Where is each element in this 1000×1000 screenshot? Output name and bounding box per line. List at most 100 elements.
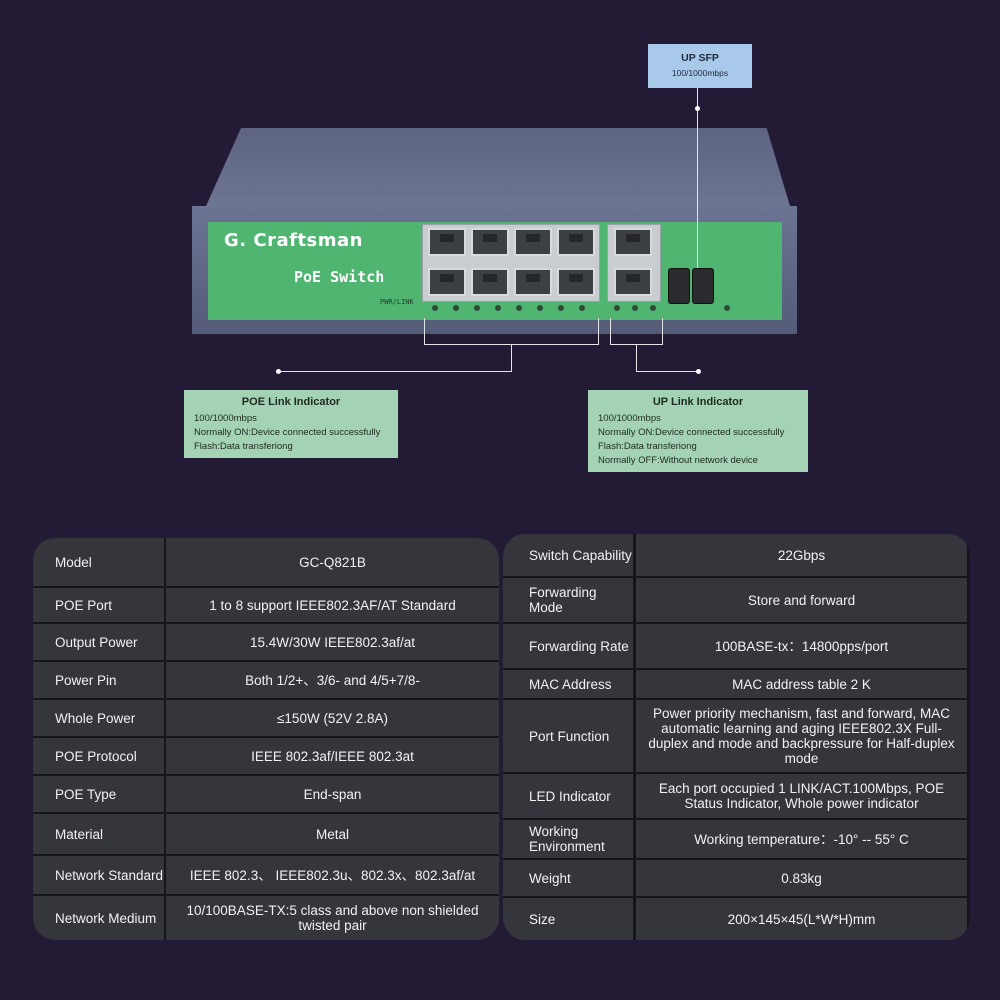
spec-label: Forwarding Rate <box>503 624 633 668</box>
callout-up-link-line: Flash:Data transferiong <box>598 441 697 452</box>
callout-up-sfp-line: 100/1000mbps <box>671 68 729 78</box>
poe-bracket-left <box>424 318 425 344</box>
spec-value: Metal <box>166 814 499 854</box>
spec-row: LED Indicator Each port occupied 1 LINK/… <box>503 774 970 818</box>
spec-value: 10/100BASE-TX:5 class and above non shie… <box>166 896 499 940</box>
spec-row: Size 200×145×45(L*W*H)mm <box>503 898 970 940</box>
callout-up-link-line: Normally OFF:Without network device <box>598 455 758 466</box>
callout-up-link: UP Link Indicator 100/1000mbps Normally … <box>588 390 808 472</box>
up-bracket-left <box>610 318 611 344</box>
callout-up-link-line: 100/1000mbps <box>598 413 661 424</box>
spec-label: Network Standard <box>33 856 164 894</box>
spec-label: Material <box>33 814 164 854</box>
uplink-port-1 <box>614 228 652 256</box>
spec-row: Network Medium 10/100BASE-TX:5 class and… <box>33 896 499 940</box>
poe-port-2 <box>471 228 509 256</box>
product-label: PoE Switch <box>294 268 385 286</box>
spec-label: MAC Address <box>503 670 633 698</box>
led-poe-1 <box>432 305 438 311</box>
spec-value: MAC address table 2 K <box>636 670 967 698</box>
poe-port-5 <box>428 268 466 296</box>
callout-up-link-line: Normally ON:Device connected successfull… <box>598 427 785 438</box>
spec-row: Power Pin Both 1/2+、3/6- and 4/5+7/8- <box>33 662 499 698</box>
spec-label: Output Power <box>33 624 164 660</box>
spec-table-left: Model GC-Q821B POE Port 1 to 8 support I… <box>33 538 499 940</box>
led-uplink-1 <box>614 305 620 311</box>
spec-row: Working Environment Working temperature：… <box>503 820 970 858</box>
poe-port-7 <box>514 268 552 296</box>
poe-leader-horiz <box>278 371 512 372</box>
spec-row: Output Power 15.4W/30W IEEE802.3af/at <box>33 624 499 660</box>
led-poe-7 <box>558 305 564 311</box>
led-uplink-3 <box>650 305 656 311</box>
led-poe-5 <box>516 305 522 311</box>
spec-value: 22Gbps <box>636 534 967 576</box>
spec-label: POE Port <box>33 588 164 622</box>
spec-row: Switch Capability 22Gbps <box>503 534 970 576</box>
led-poe-8 <box>579 305 585 311</box>
callout-up-sfp-title: UP SFP <box>681 52 719 64</box>
sfp-leader-dot <box>695 106 700 111</box>
spec-label: Size <box>503 898 633 940</box>
spec-value: 1 to 8 support IEEE802.3AF/AT Standard <box>166 588 499 622</box>
callout-poe-link: POE Link Indicator 100/1000mbps Normally… <box>184 390 398 458</box>
spec-label: Network Medium <box>33 896 164 940</box>
led-poe-6 <box>537 305 543 311</box>
callout-up-link-title: UP Link Indicator <box>652 396 744 408</box>
callout-poe-link-line: Flash:Data transferiong <box>194 441 293 452</box>
spec-row: POE Protocol IEEE 802.3af/IEEE 802.3at <box>33 738 499 774</box>
poe-port-6 <box>471 268 509 296</box>
spec-value: GC-Q821B <box>166 538 499 586</box>
poe-port-8 <box>557 268 595 296</box>
poe-bracket-right <box>598 318 599 344</box>
sfp-leader-line <box>697 88 698 268</box>
spec-row: Port Function Power priority mechanism, … <box>503 700 970 772</box>
spec-value: 200×145×45(L*W*H)mm <box>636 898 967 940</box>
callout-poe-link-line: Normally ON:Device connected successfull… <box>194 427 381 438</box>
spec-label: Forwarding Mode <box>503 578 633 622</box>
led-poe-2 <box>453 305 459 311</box>
spec-value: IEEE 802.3af/IEEE 802.3at <box>166 738 499 774</box>
spec-row: Forwarding Mode Store and forward <box>503 578 970 622</box>
spec-row: MAC Address MAC address table 2 K <box>503 670 970 698</box>
poe-leader-line <box>511 344 512 372</box>
spec-value: End-span <box>166 776 499 812</box>
spec-row: Whole Power ≤150W (52V 2.8A) <box>33 700 499 736</box>
spec-row: Model GC-Q821B <box>33 538 499 586</box>
spec-value: Power priority mechanism, fast and forwa… <box>636 700 967 772</box>
spec-value: Both 1/2+、3/6- and 4/5+7/8- <box>166 662 499 698</box>
power-link-label: PWR/LINK <box>380 298 414 306</box>
spec-value: 100BASE-tx：14800pps/port <box>636 624 967 668</box>
sfp-port-2 <box>692 268 714 304</box>
led-poe-3 <box>474 305 480 311</box>
sfp-port-1 <box>668 268 690 304</box>
spec-row: POE Type End-span <box>33 776 499 812</box>
led-power <box>724 305 730 311</box>
led-poe-4 <box>495 305 501 311</box>
uplink-port-2 <box>614 268 652 296</box>
up-leader-dot <box>696 369 701 374</box>
up-bracket-right <box>662 318 663 344</box>
spec-value: Store and forward <box>636 578 967 622</box>
poe-port-3 <box>514 228 552 256</box>
spec-label: Port Function <box>503 700 633 772</box>
callout-poe-link-title: POE Link Indicator <box>241 396 341 408</box>
brand-logo: G. Craftsman <box>224 230 363 251</box>
spec-table-right: Switch Capability 22Gbps Forwarding Mode… <box>503 534 970 940</box>
spec-label: Whole Power <box>33 700 164 736</box>
spec-label: Switch Capability <box>503 534 633 576</box>
spec-row: Forwarding Rate 100BASE-tx：14800pps/port <box>503 624 970 668</box>
spec-row: Network Standard IEEE 802.3、 IEEE802.3u、… <box>33 856 499 894</box>
spec-label: Model <box>33 538 164 586</box>
spec-value: 15.4W/30W IEEE802.3af/at <box>166 624 499 660</box>
poe-port-4 <box>557 228 595 256</box>
spec-row: Weight 0.83kg <box>503 860 970 896</box>
spec-label: Working Environment <box>503 820 633 858</box>
spec-label: Power Pin <box>33 662 164 698</box>
up-leader-horiz <box>636 371 698 372</box>
poe-leader-dot <box>276 369 281 374</box>
device-top-cover <box>206 128 790 206</box>
spec-value: ≤150W (52V 2.8A) <box>166 700 499 736</box>
spec-value: IEEE 802.3、 IEEE802.3u、802.3x、802.3af/at <box>166 856 499 894</box>
spec-value: Working temperature：-10° -- 55° C <box>636 820 967 858</box>
